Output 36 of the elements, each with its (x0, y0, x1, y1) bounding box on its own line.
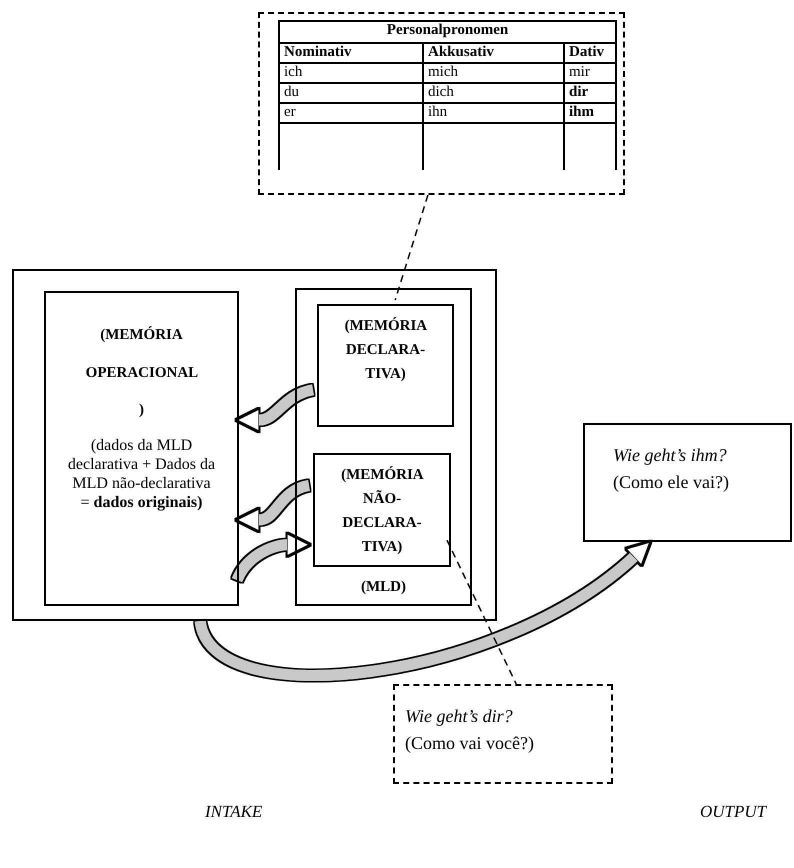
box-label: (MLD) (361, 579, 406, 596)
box-heading: (MEMÓRIA DECLARA- TIVA) (344, 316, 426, 384)
table-cell: du (279, 83, 423, 103)
memory-box (295, 288, 472, 606)
dashed-callout-box (258, 12, 625, 195)
table-cell: ihm (564, 103, 616, 123)
german-question: Wie geht’s ihm? (613, 445, 727, 466)
dashed-leader-line (394, 194, 429, 300)
curved-block-arrow (195, 542, 652, 681)
stage-label: INTAKE (205, 802, 262, 822)
translation-text: (Como vai você?) (405, 733, 534, 754)
memory-box (317, 304, 454, 427)
outer-frame (12, 269, 497, 621)
table-header: Dativ (564, 43, 616, 63)
dashed-speech-box (393, 684, 613, 784)
stage-label: OUTPUT (700, 802, 766, 822)
translation-text: (Como ele vai?) (613, 472, 729, 493)
table-cell: dich (423, 83, 564, 103)
dashed-leader-line (446, 540, 517, 684)
memory-box (313, 453, 451, 567)
table-cell: ich (279, 63, 423, 83)
table-cell: mich (423, 63, 564, 83)
memory-box (44, 291, 239, 606)
table-cell: er (279, 103, 423, 123)
speech-box (583, 423, 792, 542)
table-header: Akkusativ (423, 43, 564, 63)
table-title: Personalpronomen (279, 21, 616, 43)
curved-block-arrow (236, 384, 314, 432)
table-cell: ihn (423, 103, 564, 123)
table-cell: dir (564, 83, 616, 103)
box-text: (dados da MLD declarativa + Dados da MLD não-declarativa = dados originais) (66, 436, 216, 512)
box-heading: (MEMÓRIA NÃO- DECLARA- TIVA) (341, 465, 423, 557)
german-question: Wie geht’s dir? (405, 706, 513, 727)
box-heading: (MEMÓRIA OPERACIONAL ) (86, 325, 198, 420)
table-cell: mir (564, 63, 616, 83)
table-header: Nominativ (279, 43, 423, 63)
